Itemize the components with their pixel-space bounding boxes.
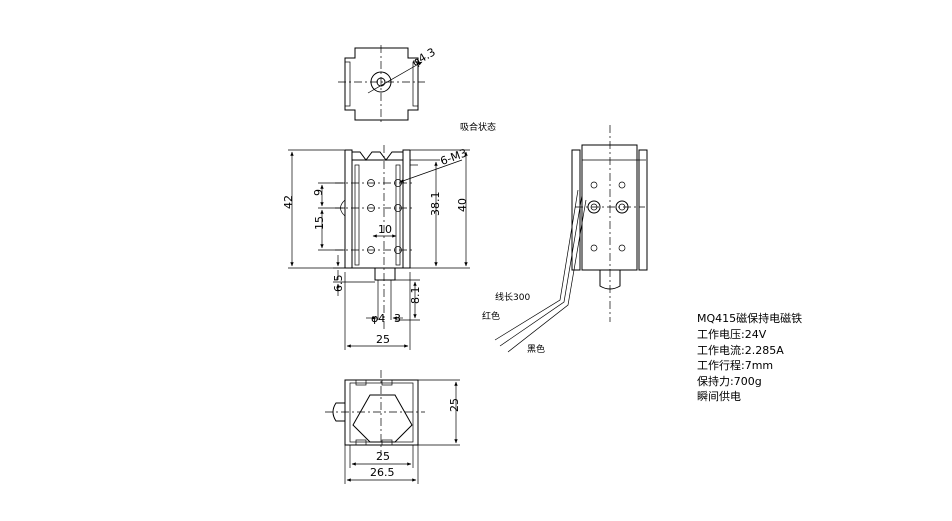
spec-stroke: 工作行程:7mm	[697, 359, 773, 372]
dim-38-1: 38.1	[429, 192, 442, 217]
dim-phi4: φ4	[371, 312, 385, 325]
dim-25-side: 25	[448, 398, 461, 412]
dim-15: 15	[313, 216, 326, 230]
dim-42: 42	[282, 195, 295, 209]
hole-diameter-label: φ4.3	[410, 45, 438, 69]
dim-10: 10	[378, 223, 392, 236]
spec-current: 工作电流:2.285A	[697, 343, 784, 357]
side-view: 线长300 红色 黑色	[482, 125, 648, 355]
dim-26-5: 26.5	[370, 466, 395, 479]
dim-9: 9	[312, 189, 325, 196]
wire-red-label: 红色	[482, 310, 500, 322]
dim-25-bottom: 25	[376, 450, 390, 463]
spec-power: 瞬间供电	[697, 389, 741, 403]
dim-6-5: 6.5	[332, 275, 345, 293]
thread-label: 6-M3	[439, 146, 469, 168]
dim-40: 40	[456, 198, 469, 212]
dim-3: 3	[394, 312, 401, 325]
front-view: 42 9 15 10 38.1 40 6-M3 6.5	[282, 145, 470, 350]
spec-model: MQ415磁保持电磁铁	[697, 311, 802, 325]
spec-block: MQ415磁保持电磁铁 工作电压:24V 工作电流:2.285A 工作行程:7m…	[697, 311, 802, 403]
state-label: 吸合状态	[460, 121, 496, 133]
dim-25-front: 25	[376, 333, 390, 346]
top-view: φ4.3	[338, 45, 438, 124]
lead-length-label: 线长300	[495, 291, 530, 303]
bottom-view: 25 25 26.5	[325, 370, 461, 484]
spec-voltage: 工作电压:24V	[697, 328, 767, 341]
spec-holding: 保持力:700g	[697, 374, 762, 388]
wire-black-label: 黑色	[527, 343, 545, 355]
dim-8-1: 8.1	[409, 287, 422, 305]
